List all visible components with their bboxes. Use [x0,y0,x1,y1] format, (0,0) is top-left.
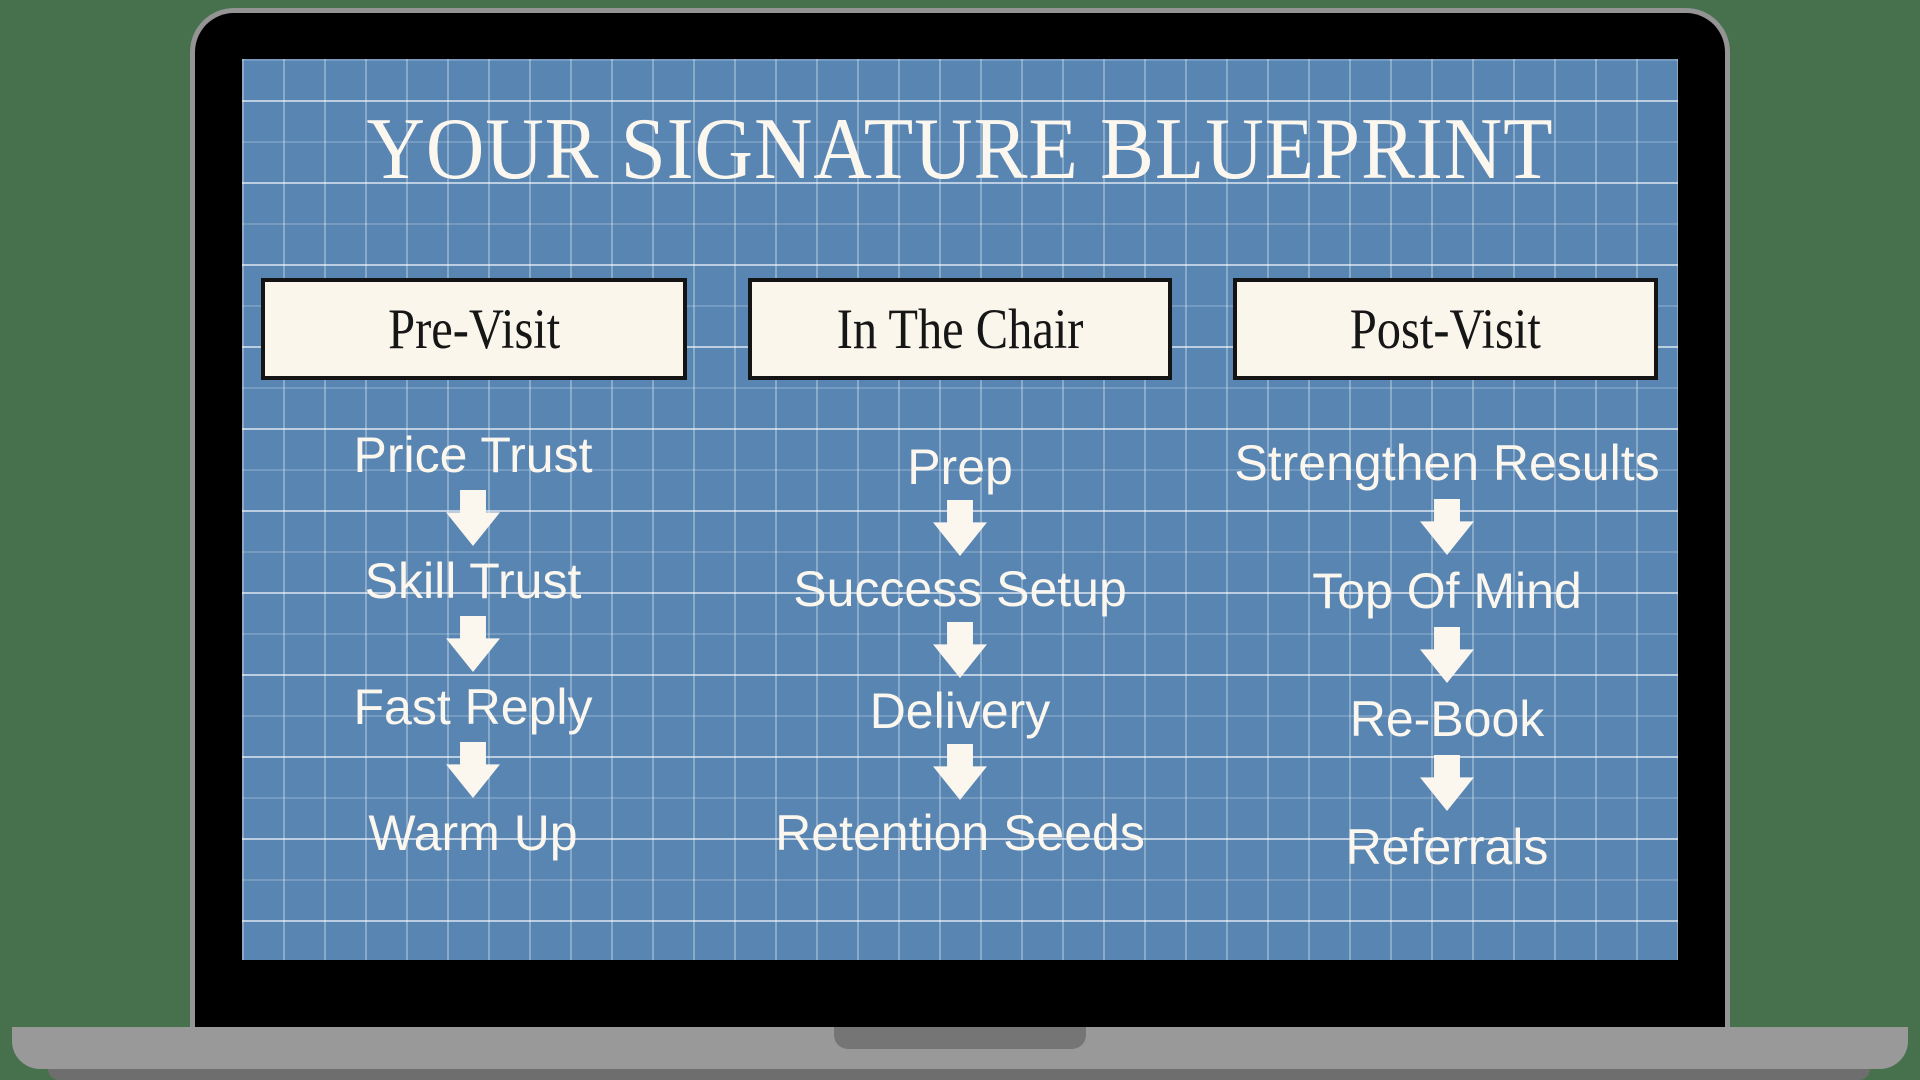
down-arrow-icon [1420,499,1474,555]
flow-column-pre-visit: Price Trust Skill Trust Fast Reply Warm … [242,424,713,864]
column-header-label: In The Chair [836,297,1084,361]
down-arrow-icon [446,742,500,798]
flow-step: Top Of Mind [1312,563,1582,619]
laptop-foot-shadow [48,1069,1870,1080]
flow-step: Skill Trust [364,553,582,609]
flow-step: Re-Book [1349,691,1545,747]
flow-column-in-the-chair: Prep Success Setup Delivery Retention Se… [720,436,1200,864]
flow-step: Referrals [1345,819,1549,875]
flow-step: Warm Up [368,805,578,861]
laptop-base [12,1027,1908,1069]
column-header-label: Post-Visit [1350,297,1541,361]
down-arrow-icon [933,500,987,556]
flow-column-post-visit: Strengthen Results Top Of Mind Re-Book R… [1207,432,1678,878]
down-arrow-icon [933,744,987,800]
laptop-screen-bezel: YOUR SIGNATURE BLUEPRINT Pre-Visit In Th… [190,8,1730,1027]
flow-step: Price Trust [353,427,593,483]
flow-step: Retention Seeds [775,805,1145,861]
flow-step: Prep [907,439,1013,495]
laptop-hinge-notch [834,1027,1086,1049]
flow-step: Delivery [869,683,1051,739]
page-title: YOUR SIGNATURE BLUEPRINT [366,101,1554,198]
column-header-in-the-chair: In The Chair [748,278,1172,380]
down-arrow-icon [933,622,987,678]
down-arrow-icon [1420,755,1474,811]
down-arrow-icon [1420,627,1474,683]
blueprint-screen: YOUR SIGNATURE BLUEPRINT Pre-Visit In Th… [242,59,1678,960]
down-arrow-icon [446,616,500,672]
column-header-pre-visit: Pre-Visit [261,278,687,380]
column-header-label: Pre-Visit [387,297,561,361]
flow-step: Fast Reply [353,679,593,735]
flow-step: Success Setup [793,561,1127,617]
down-arrow-icon [446,490,500,546]
flow-step: Strengthen Results [1234,435,1660,491]
column-header-post-visit: Post-Visit [1233,278,1658,380]
